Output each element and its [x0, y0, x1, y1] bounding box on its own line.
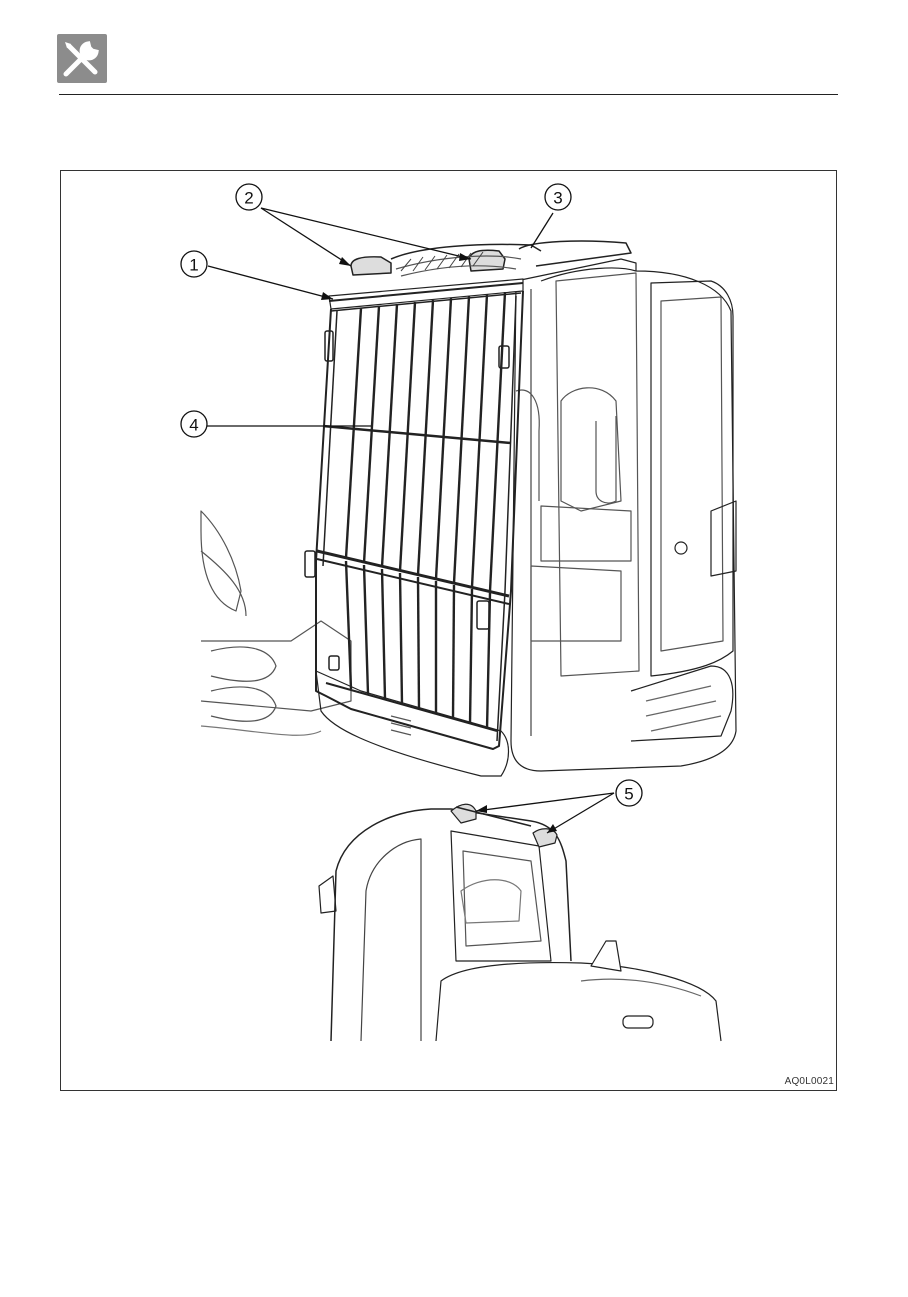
maintenance-tools-icon: [57, 34, 107, 83]
callout-2-circle: [235, 183, 263, 211]
callout-4-label: 4: [189, 416, 198, 435]
header-rule: [59, 94, 838, 95]
callout-5-circle: [615, 779, 643, 807]
callout-1-circle: [180, 250, 208, 278]
callout-4-circle: [180, 410, 208, 438]
callout-2-label: 2: [244, 189, 253, 208]
callout-5-label: 5: [624, 785, 633, 804]
cab-guard-illustration: 1 2 3 4 5: [180, 183, 737, 1042]
callout-3-label: 3: [553, 189, 562, 208]
figure-frame: 1 2 3 4 5 AQ0L0021: [60, 170, 837, 1091]
figure-code: AQ0L0021: [784, 1076, 834, 1087]
callout-1-label: 1: [189, 256, 198, 275]
callout-3-circle: [544, 183, 572, 211]
